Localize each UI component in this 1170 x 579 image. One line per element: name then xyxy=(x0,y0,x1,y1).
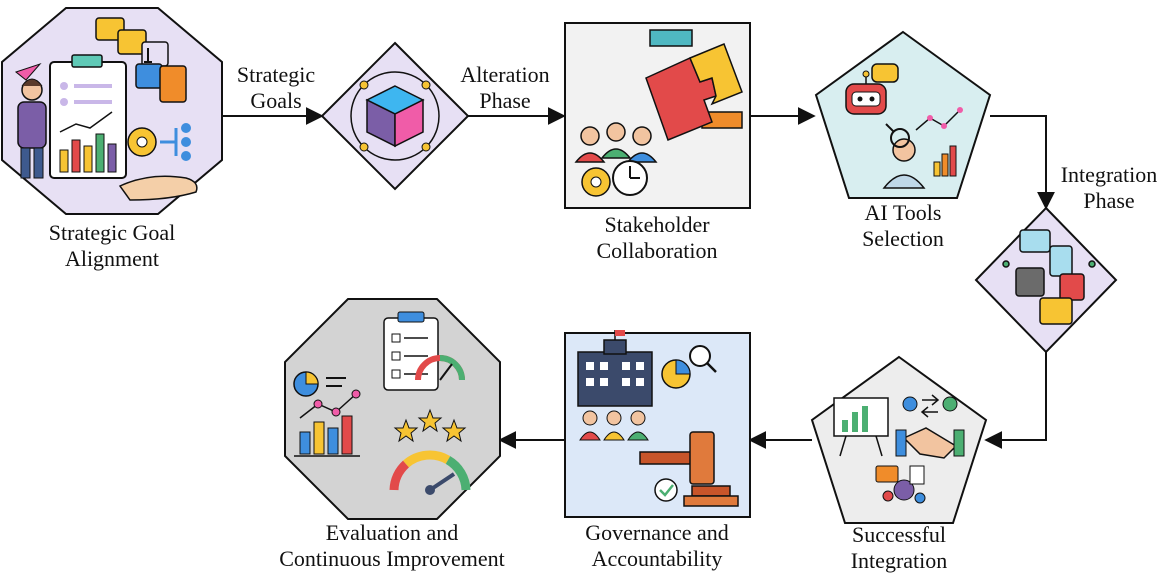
node-label-line1: Governance and xyxy=(585,520,729,545)
person-icon xyxy=(17,78,47,179)
exchange-people-icon xyxy=(902,394,958,418)
node-label-stakeholder-collaboration: Stakeholder Collaboration xyxy=(557,212,757,264)
paper-plane-icon xyxy=(14,62,42,81)
orbit-ring xyxy=(350,71,440,161)
cube-icon xyxy=(365,85,425,148)
edge-label-alteration-phase: Alteration Phase xyxy=(440,62,570,114)
node-stakeholder-collaboration xyxy=(564,22,751,209)
crowd-icon xyxy=(579,410,649,441)
puzzle-handshake-icon xyxy=(645,29,743,141)
node-label-line2: Integration xyxy=(850,548,948,573)
edge-label-line2: Phase xyxy=(479,88,531,113)
edge-label-line1: Strategic xyxy=(236,62,316,87)
team-icon xyxy=(574,122,658,163)
node-label-successful-integration: Successful Integration xyxy=(799,522,999,574)
connectors xyxy=(222,107,1055,449)
node-label-line2: Selection xyxy=(862,226,944,251)
presentation-board-icon xyxy=(833,397,889,457)
growth-chart-icon xyxy=(915,107,963,177)
edge-label-integration-phase: Integration Phase xyxy=(1048,162,1170,214)
pentagon-shape xyxy=(814,30,992,199)
puzzle-icon xyxy=(1002,229,1096,325)
node-ai-tools-selection xyxy=(814,30,992,199)
node-label-evaluation-improvement: Evaluation and Continuous Improvement xyxy=(252,520,532,572)
pie-magnifier-icon xyxy=(661,345,717,389)
gear-network-icon xyxy=(127,123,191,161)
node-successful-integration xyxy=(810,355,988,524)
analyst-icon xyxy=(882,123,926,189)
node-label-line1: Evaluation and xyxy=(325,520,459,545)
node-label-governance-accountability: Governance and Accountability xyxy=(557,520,757,572)
data-network-icon xyxy=(875,465,926,504)
node-label-line2: Collaboration xyxy=(596,238,718,263)
node-strategic-goal-alignment xyxy=(1,7,223,215)
edge-label-line1: Alteration xyxy=(460,62,550,87)
node-label-line1: Successful xyxy=(851,522,947,547)
gavel-icon xyxy=(639,431,739,507)
node-label-line2: Accountability xyxy=(591,546,723,571)
hand-icon xyxy=(118,175,198,201)
node-governance-accountability xyxy=(564,330,751,518)
diamond-shape xyxy=(974,206,1118,354)
node-label-line2: Alignment xyxy=(64,246,160,271)
node-label-ai-tools-selection: AI Tools Selection xyxy=(803,200,1003,252)
clipboard-chart-icon xyxy=(49,54,127,179)
decision-cube xyxy=(320,41,470,191)
puzzle-chess-icon xyxy=(95,17,187,103)
gear-clock-icon xyxy=(581,160,648,197)
node-label-strategic-goal-alignment: Strategic Goal Alignment xyxy=(12,220,212,272)
arrow-puzzle-to-integration xyxy=(984,352,1047,449)
arrow-ai-tools-to-puzzle xyxy=(990,115,1055,210)
node-label-line1: AI Tools xyxy=(864,200,942,225)
node-label-line2: Continuous Improvement xyxy=(279,546,505,571)
performance-gauge-icon xyxy=(389,450,471,495)
edge-label-strategic-goals: Strategic Goals xyxy=(222,62,330,114)
robot-icon xyxy=(845,63,899,115)
edge-label-line2: Goals xyxy=(250,88,302,113)
handshake-icon xyxy=(895,427,965,459)
node-label-line1: Stakeholder xyxy=(604,212,710,237)
analytics-icon xyxy=(293,371,361,457)
rating-stars-icon xyxy=(393,408,467,443)
institution-building-icon xyxy=(577,330,653,407)
speedometer-small-icon xyxy=(415,355,465,381)
edge-label-line1: Integration xyxy=(1060,162,1158,187)
node-label-line1: Strategic Goal xyxy=(48,220,176,245)
check-icon xyxy=(654,478,678,502)
node-evaluation-improvement xyxy=(284,298,501,520)
decision-puzzle xyxy=(974,206,1118,354)
checklist-icon xyxy=(383,311,439,391)
edge-label-line2: Phase xyxy=(1083,188,1135,213)
